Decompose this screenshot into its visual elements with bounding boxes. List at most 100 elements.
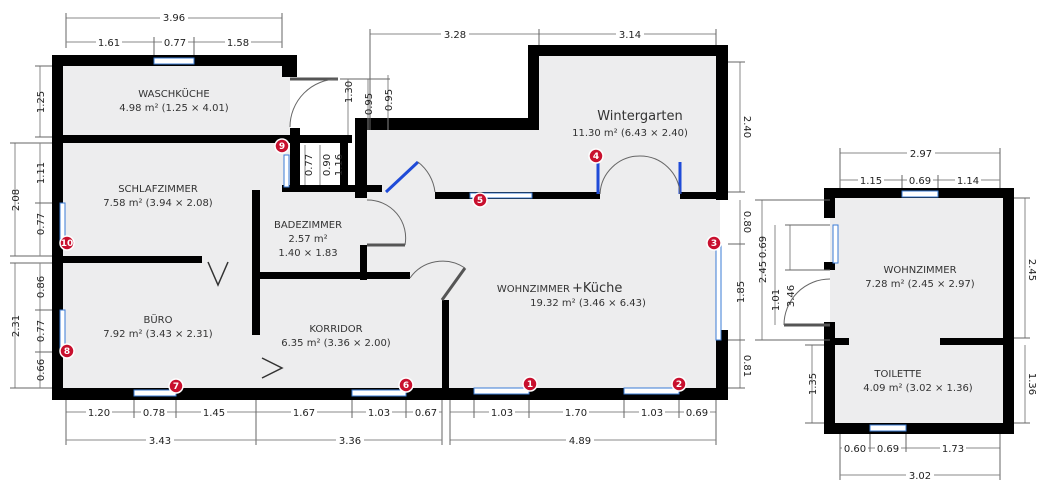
arrow-chevron	[261, 357, 284, 379]
dim-label: 0.69	[758, 236, 769, 258]
wall	[940, 338, 1010, 345]
door-leaf-open	[384, 160, 420, 194]
door-swing	[417, 161, 436, 193]
dim-label: 0.80	[741, 211, 752, 233]
floor-wintergarten-low	[355, 125, 720, 195]
dim-label: 3.02	[909, 471, 931, 482]
dim-label: 2.31	[11, 315, 22, 337]
dimension-lines	[10, 13, 1030, 480]
room-name-badezimmer: BADEZIMMER	[274, 220, 342, 231]
room-name-wohnkueche: WOHNZIMMER	[497, 284, 570, 295]
dim-label: 1.45	[203, 408, 225, 419]
dim-label: 1.35	[808, 373, 819, 395]
room-area-badezimmer: 2.57 m²	[288, 234, 327, 245]
floor-center	[250, 185, 720, 395]
room-area-toilette: 4.09 m² (3.02 × 1.36)	[863, 383, 973, 394]
window	[469, 192, 533, 199]
wall	[52, 135, 352, 143]
dim-label: 4.89	[569, 436, 591, 447]
marker-6[interactable]: 6	[398, 377, 414, 393]
wall	[1003, 188, 1014, 434]
wall	[528, 45, 539, 130]
door-swing	[783, 278, 831, 326]
marker-label: 4	[593, 152, 599, 162]
room-name-waschkueche: WASCHKÜCHE	[138, 87, 209, 100]
door-swing	[289, 78, 339, 128]
markers: 1 2 3 4 5 6 7 8 9 10	[59, 138, 722, 394]
door-swing	[366, 199, 407, 246]
dim-label: 3.28	[444, 30, 466, 41]
dim-label: 1.03	[491, 408, 513, 419]
dim-label: 3.36	[339, 436, 361, 447]
door-swing	[409, 260, 466, 279]
room-area-wohnkueche: 19.32 m² (3.46 × 6.43)	[530, 298, 646, 309]
window	[901, 190, 939, 198]
windows	[59, 57, 939, 432]
marker-1[interactable]: 1	[522, 376, 538, 392]
dim-label: 2.45	[758, 261, 769, 283]
dim-label: 1.16	[334, 154, 345, 176]
dim-label: 0.60	[844, 444, 866, 455]
wall	[824, 322, 835, 434]
window	[623, 387, 680, 395]
room-name-wohnzimmer2: WOHNZIMMER	[883, 265, 956, 276]
dim-label: 0.69	[909, 176, 931, 187]
dim-label: 0.86	[36, 276, 47, 298]
room-name-wintergarten: Wintergarten	[597, 109, 683, 124]
wall	[680, 192, 720, 199]
dim-label: 0.81	[741, 355, 752, 377]
dim-label: 2.97	[910, 149, 932, 160]
window	[473, 387, 530, 395]
room-area-korridor: 6.35 m² (3.36 × 2.00)	[281, 338, 391, 349]
dim-label: 1.73	[942, 444, 964, 455]
dim-label: 0.67	[415, 408, 437, 419]
door-swing	[599, 155, 641, 195]
room-area-wintergarten: 11.30 m² (6.43 × 2.40)	[572, 128, 688, 139]
dim-label: 3.96	[163, 13, 185, 24]
marker-7[interactable]: 7	[168, 378, 184, 394]
room-area-waschkueche: 4.98 m² (1.25 × 4.01)	[119, 103, 229, 114]
room-labels: WASCHKÜCHE 4.98 m² (1.25 × 4.01) Winterg…	[103, 87, 975, 394]
doors	[207, 77, 831, 379]
marker-label: 9	[279, 142, 285, 152]
wall	[824, 338, 849, 345]
wall	[716, 330, 728, 400]
room-dims-badezimmer: 1.40 × 1.83	[278, 248, 337, 259]
marker-10[interactable]: 10	[59, 235, 75, 251]
dim-label: 0.69	[877, 444, 899, 455]
dim-label: 1.58	[227, 38, 249, 49]
wall	[824, 188, 835, 218]
marker-5[interactable]: 5	[472, 192, 488, 208]
door-leaf	[440, 267, 467, 301]
wall	[52, 256, 202, 263]
wall	[290, 128, 300, 188]
dim-label: 1.67	[293, 408, 315, 419]
door-swing	[639, 155, 681, 195]
room-area-wohnzimmer2: 7.28 m² (2.45 × 2.97)	[865, 279, 975, 290]
dim-label: 2.40	[741, 116, 752, 138]
marker-label: 10	[61, 239, 74, 249]
dimension-labels: 3.96 1.61 0.77 1.58 3.28 3.14 1.25 2.08 …	[11, 11, 1037, 482]
dim-label: 0.69	[686, 408, 708, 419]
dim-label: 1.20	[88, 408, 110, 419]
dim-label: 3.43	[149, 436, 171, 447]
dim-label: 0.95	[364, 93, 375, 115]
marker-2[interactable]: 2	[671, 376, 687, 392]
dim-label: 1.14	[957, 176, 979, 187]
dim-label: 1.03	[368, 408, 390, 419]
dim-label: 1.15	[860, 176, 882, 187]
dim-label: 1.61	[98, 38, 120, 49]
marker-4[interactable]: 4	[588, 148, 604, 164]
dim-label: 0.77	[304, 154, 315, 176]
marker-3[interactable]: 3	[706, 235, 722, 251]
wall	[355, 118, 367, 198]
dim-label: 1.85	[736, 281, 747, 303]
marker-8[interactable]: 8	[59, 343, 75, 359]
dim-label: 2.45	[1026, 259, 1037, 281]
dim-label: 0.77	[36, 320, 47, 342]
window	[283, 154, 290, 188]
marker-9[interactable]: 9	[274, 138, 290, 154]
room-name-suffix-wohnkueche: +Küche	[572, 281, 622, 296]
dim-label: 1.25	[36, 91, 47, 113]
